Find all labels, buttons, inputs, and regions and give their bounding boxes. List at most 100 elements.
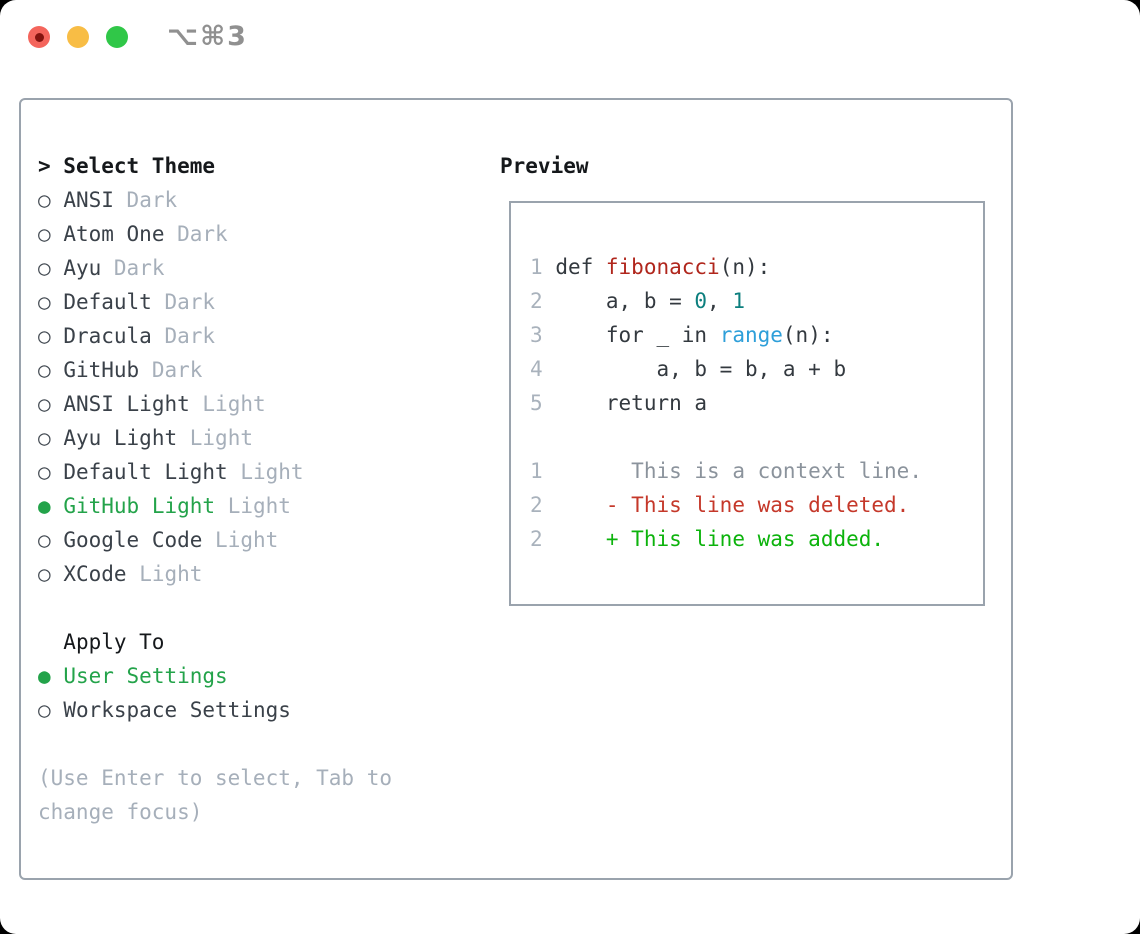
code-token: - This line was deleted. (555, 493, 910, 517)
code-line: 3 for _ in range(n): (530, 318, 922, 352)
theme-name: ANSI (63, 188, 114, 212)
apply-to-header: Apply To (38, 625, 392, 659)
line-number: 1 (530, 255, 543, 279)
theme-name: Ayu Light (63, 426, 178, 450)
radio-unselected-icon: ○ (38, 256, 51, 280)
code-token: 0 (694, 289, 708, 313)
theme-name: Dracula (63, 324, 152, 348)
radio-unselected-icon: ○ (38, 358, 51, 382)
theme-option-github-light[interactable]: ● GitHub Light Light (38, 489, 392, 523)
window-title: ⌥⌘3 (167, 21, 248, 52)
theme-name: Default Light (63, 460, 228, 484)
theme-name: Ayu (63, 256, 102, 280)
theme-list-title: Select Theme (63, 154, 216, 178)
line-number: 5 (530, 391, 543, 415)
theme-name: GitHub (63, 358, 140, 382)
radio-unselected-icon: ○ (38, 188, 51, 212)
theme-variant: Light (189, 426, 253, 450)
theme-variant: Light (139, 562, 203, 586)
theme-variant: Dark (126, 188, 178, 212)
code-line: 2 + This line was added. (530, 522, 922, 556)
line-number: 4 (530, 357, 543, 381)
radio-unselected-icon: ○ (38, 698, 51, 722)
theme-variant: Light (240, 460, 304, 484)
prompt-icon: > (38, 154, 64, 178)
traffic-lights (28, 26, 128, 48)
help-text-line: (Use Enter to select, Tab to (38, 766, 393, 790)
close-button[interactable] (28, 26, 50, 48)
code-token: + This line was added. (555, 527, 885, 551)
spacer-row (38, 727, 392, 761)
radio-unselected-icon: ○ (38, 290, 51, 314)
code-line: 5 return a (530, 386, 922, 420)
theme-variant: Light (202, 392, 266, 416)
apply-option-user-settings[interactable]: ● User Settings (38, 659, 392, 693)
theme-name: Default (63, 290, 152, 314)
code-token: range (719, 323, 783, 347)
theme-option-ansi[interactable]: ○ ANSI Dark (38, 183, 392, 217)
code-token: def (555, 255, 606, 279)
code-token: (n): (782, 323, 834, 347)
theme-name: ANSI Light (63, 392, 190, 416)
radio-unselected-icon: ○ (38, 324, 51, 348)
code-token: , (707, 289, 733, 313)
theme-variant: Dark (164, 290, 216, 314)
theme-variant: Light (227, 494, 291, 518)
theme-name: Atom One (63, 222, 165, 246)
theme-option-dracula[interactable]: ○ Dracula Dark (38, 319, 392, 353)
help-text-line: change focus) (38, 800, 203, 824)
radio-unselected-icon: ○ (38, 426, 51, 450)
radio-selected-icon: ● (38, 664, 51, 688)
preview-header: Preview (500, 154, 589, 178)
code-token: 1 (732, 289, 745, 313)
theme-option-github[interactable]: ○ GitHub Dark (38, 353, 392, 387)
theme-option-default-light[interactable]: ○ Default Light Light (38, 455, 392, 489)
theme-name: GitHub Light (63, 494, 216, 518)
code-token: (n): (719, 255, 771, 279)
code-token: This is a context line. (555, 459, 922, 483)
theme-variant: Dark (113, 256, 165, 280)
theme-option-ayu-light[interactable]: ○ Ayu Light Light (38, 421, 392, 455)
code-line: 1 def fibonacci(n): (530, 250, 922, 284)
line-number: 1 (530, 459, 543, 483)
spacer-row (38, 591, 392, 625)
theme-variant: Dark (164, 324, 216, 348)
theme-picker-panel: > Select Theme○ ANSI Dark○ Atom One Dark… (19, 98, 1013, 880)
line-number: 2 (530, 493, 543, 517)
theme-option-ansi-light[interactable]: ○ ANSI Light Light (38, 387, 392, 421)
radio-unselected-icon: ○ (38, 222, 51, 246)
theme-option-ayu[interactable]: ○ Ayu Dark (38, 251, 392, 285)
code-line: 2 a, b = 0, 1 (530, 284, 922, 318)
theme-option-xcode[interactable]: ○ XCode Light (38, 557, 392, 591)
help-text: (Use Enter to select, Tab to (38, 761, 392, 795)
code-line: 2 - This line was deleted. (530, 488, 922, 522)
theme-option-default[interactable]: ○ Default Dark (38, 285, 392, 319)
apply-option-workspace-settings[interactable]: ○ Workspace Settings (38, 693, 392, 727)
code-token: fibonacci (605, 255, 720, 279)
apply-option-label: Workspace Settings (63, 698, 291, 722)
minimize-button[interactable] (67, 26, 89, 48)
theme-name: Google Code (63, 528, 203, 552)
code-token: a, b = (555, 289, 695, 313)
code-token: a, b = b, a + b (555, 357, 847, 381)
theme-option-atom-one[interactable]: ○ Atom One Dark (38, 217, 392, 251)
line-number: 3 (530, 323, 543, 347)
code-token: return a (555, 391, 708, 415)
line-number: 2 (530, 527, 543, 551)
line-number: 2 (530, 289, 543, 313)
theme-list: > Select Theme○ ANSI Dark○ Atom One Dark… (38, 149, 392, 829)
zoom-button[interactable] (106, 26, 128, 48)
code-line: 4 a, b = b, a + b (530, 352, 922, 386)
theme-variant: Light (215, 528, 279, 552)
apply-to-title: Apply To (63, 630, 165, 654)
radio-unselected-icon: ○ (38, 460, 51, 484)
theme-option-google-code[interactable]: ○ Google Code Light (38, 523, 392, 557)
theme-list-header: > Select Theme (38, 149, 392, 183)
code-line: 1 This is a context line. (530, 454, 922, 488)
radio-unselected-icon: ○ (38, 392, 51, 416)
theme-name: XCode (63, 562, 127, 586)
unsaved-dot-icon (34, 32, 44, 42)
